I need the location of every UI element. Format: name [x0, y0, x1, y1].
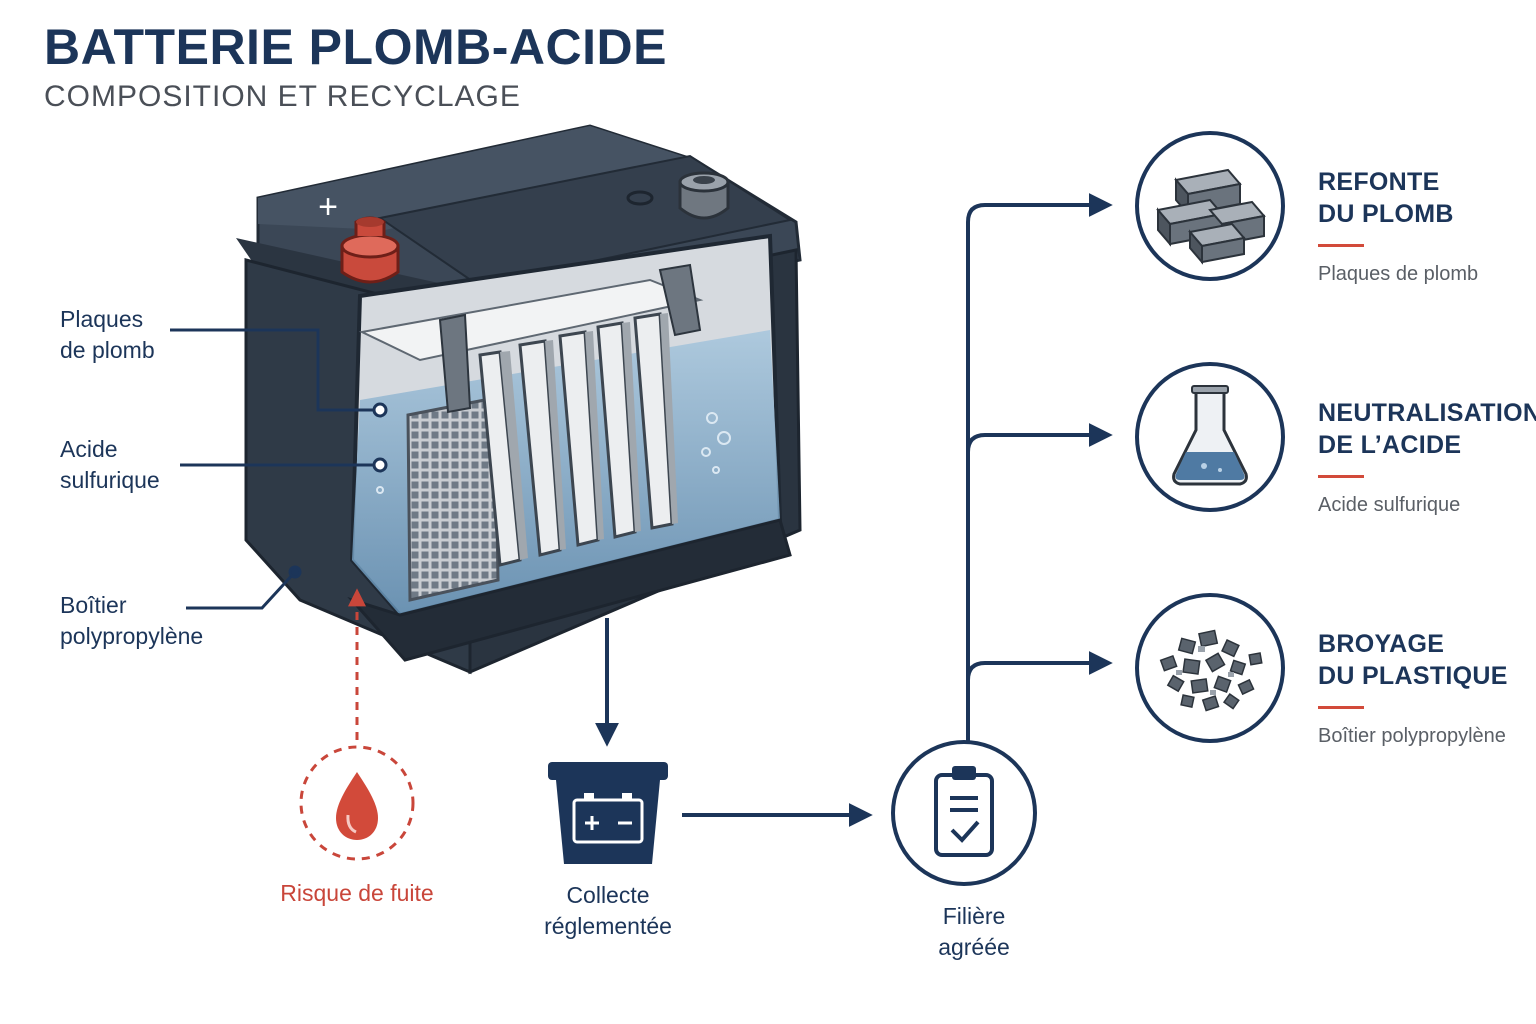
battery-bin-icon [548, 762, 668, 864]
page-subtitle: COMPOSITION ET RECYCLAGE [44, 80, 521, 113]
output-acid-neutralisation: NEUTRALISATION DE L’ACIDE Acide sulfuriq… [1318, 399, 1536, 516]
leak-risk-label: Risque de fuite [280, 880, 434, 906]
page-title: BATTERIE PLOMB-ACIDE [44, 19, 667, 75]
battery-lid [256, 124, 802, 332]
grid-plate [406, 396, 500, 602]
plastic-granules-icon [1135, 593, 1285, 743]
leak-risk-marker [299, 588, 415, 861]
battery-case-front [244, 258, 472, 675]
leader-lines [170, 328, 380, 610]
dot-case [288, 565, 302, 579]
negative-terminal [678, 171, 730, 220]
dot-acid [372, 457, 388, 473]
output-plastic-shredding: BROYAGE DU PLASTIQUE Boîtier polypropylè… [1318, 630, 1508, 747]
battery-cutaway [349, 233, 783, 618]
label-sulfuric-acid: Acide sulfurique [60, 436, 160, 493]
plus-sign: + [318, 188, 338, 226]
label-lead-plates: Plaques de plomb [60, 306, 155, 363]
lead-ingots-icon [1135, 131, 1285, 281]
accent-dash [1318, 475, 1364, 478]
collect-step-label: Collecte réglementée [544, 882, 672, 939]
approved-channel-label: Filière agréée [938, 903, 1010, 960]
dot-lead-plates [372, 402, 388, 418]
accent-dash [1318, 244, 1364, 247]
accent-dash [1318, 706, 1364, 709]
battery-case-side [468, 248, 802, 675]
output-branches [966, 193, 1113, 742]
label-polypropylene-case: Boîtier polypropylène [60, 592, 204, 649]
output-lead-smelting: REFONTE DU PLOMB Plaques de plomb [1318, 168, 1479, 285]
positive-terminal [340, 216, 400, 284]
clipboard-check-icon [891, 740, 1037, 886]
droplet-icon [336, 772, 378, 840]
flask-icon [1135, 362, 1285, 512]
battery-illustration: + [236, 124, 802, 675]
sulfuric-acid-fill [352, 330, 780, 615]
